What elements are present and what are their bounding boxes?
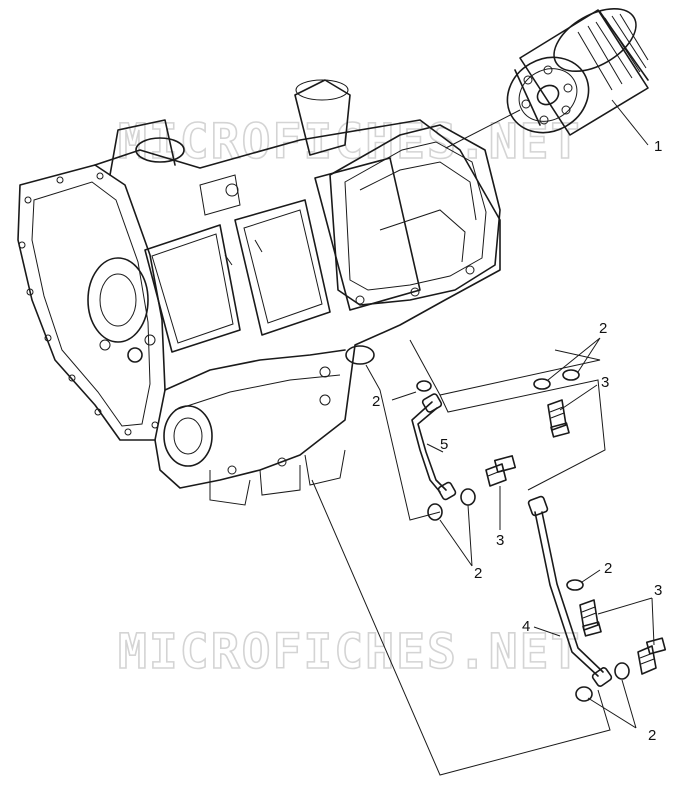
callout-2-middle: 2 [474,565,482,582]
callout-2-bottom: 2 [648,727,656,744]
leader-lines [391,337,655,729]
assembly-lines [311,339,611,776]
watermark-top: MICROFICHES.NET [118,114,581,170]
callout-labels: 1 2 2 3 5 3 2 2 3 4 2 [372,138,662,744]
callout-2-upper-right: 2 [599,320,607,337]
callout-2-upper-left: 2 [372,393,380,410]
oil-pipe-5 [411,393,457,501]
oil-pipe-4 [527,495,613,687]
callout-3-lower-right: 3 [654,582,662,599]
callout-2-right-mid: 2 [604,560,612,577]
callout-3-upper-right: 3 [601,374,609,391]
oil-filter [445,7,649,149]
callout-1: 1 [654,138,662,155]
watermark-bottom: MICROFICHES.NET [118,624,581,680]
engine-block [17,79,501,506]
callout-4: 4 [522,618,530,635]
banjo-bolts [485,399,667,675]
callout-5: 5 [440,436,448,453]
callout-3-middle: 3 [496,532,504,549]
